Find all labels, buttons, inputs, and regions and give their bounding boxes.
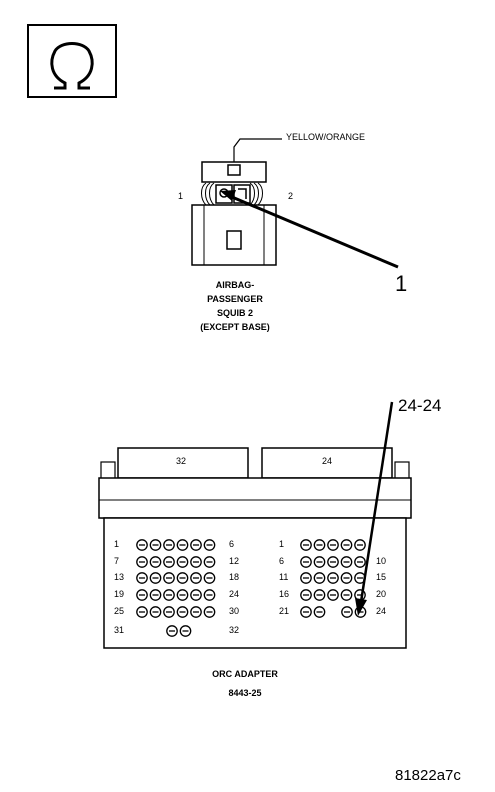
squib-name-line: (EXCEPT BASE) xyxy=(200,322,270,332)
left-row-end-label: 18 xyxy=(229,572,240,582)
right-row-start-label: 1 xyxy=(279,539,285,549)
left-row-start-label: 31 xyxy=(114,625,125,635)
left-row-end-label: 6 xyxy=(229,539,235,549)
left-row-end-label: 30 xyxy=(229,606,240,616)
left-row-end-label: 32 xyxy=(229,625,240,635)
squib-pin-2-label: 2 xyxy=(288,191,294,201)
callout-24-24: 24-24 xyxy=(398,396,442,415)
left-row-start-label: 7 xyxy=(114,556,120,566)
orc-name-line: ORC ADAPTER xyxy=(212,669,278,679)
callout-1: 1 xyxy=(395,271,408,296)
left-row-start-label: 25 xyxy=(114,606,125,616)
right-block-label: 24 xyxy=(322,456,333,466)
orc-adapter-name: ORC ADAPTER 8443-25 xyxy=(180,665,310,703)
squib-name-line: SQUIB 2 xyxy=(216,308,253,318)
right-row-start-label: 21 xyxy=(279,606,290,616)
squib-pin-1-label: 1 xyxy=(178,191,184,201)
left-row-start-label: 19 xyxy=(114,589,125,599)
right-row-start-label: 16 xyxy=(279,589,290,599)
squib-connector-drawing xyxy=(191,138,399,269)
left-block-label: 32 xyxy=(176,456,187,466)
right-row-end-label: 10 xyxy=(376,556,387,566)
wire-color-label: YELLOW/ORANGE xyxy=(286,132,366,142)
left-row-end-label: 24 xyxy=(229,589,240,599)
left-row-start-label: 13 xyxy=(114,572,125,582)
orc-adapter-drawing xyxy=(98,401,412,649)
ohm-icon xyxy=(50,42,94,90)
squib-name-line: AIRBAG- xyxy=(215,280,255,290)
right-row-end-label: 20 xyxy=(376,589,387,599)
squib-connector-name: AIRBAG- PASSENGER SQUIB 2 (EXCEPT BASE) xyxy=(160,278,310,334)
right-row-start-label: 11 xyxy=(279,572,289,582)
squib-name-line: PASSENGER xyxy=(207,294,263,304)
ohmmeter-symbol-box: Ω xyxy=(27,24,117,98)
right-row-start-label: 6 xyxy=(279,556,285,566)
orc-name-line: 8443-25 xyxy=(228,688,262,698)
right-row-end-label: 24 xyxy=(376,606,387,616)
figure-id: 81822a7c xyxy=(395,767,461,784)
left-row-end-label: 12 xyxy=(229,556,240,566)
left-row-start-label: 1 xyxy=(114,539,120,549)
left-pin-holes xyxy=(136,539,216,637)
right-row-end-label: 15 xyxy=(376,572,387,582)
